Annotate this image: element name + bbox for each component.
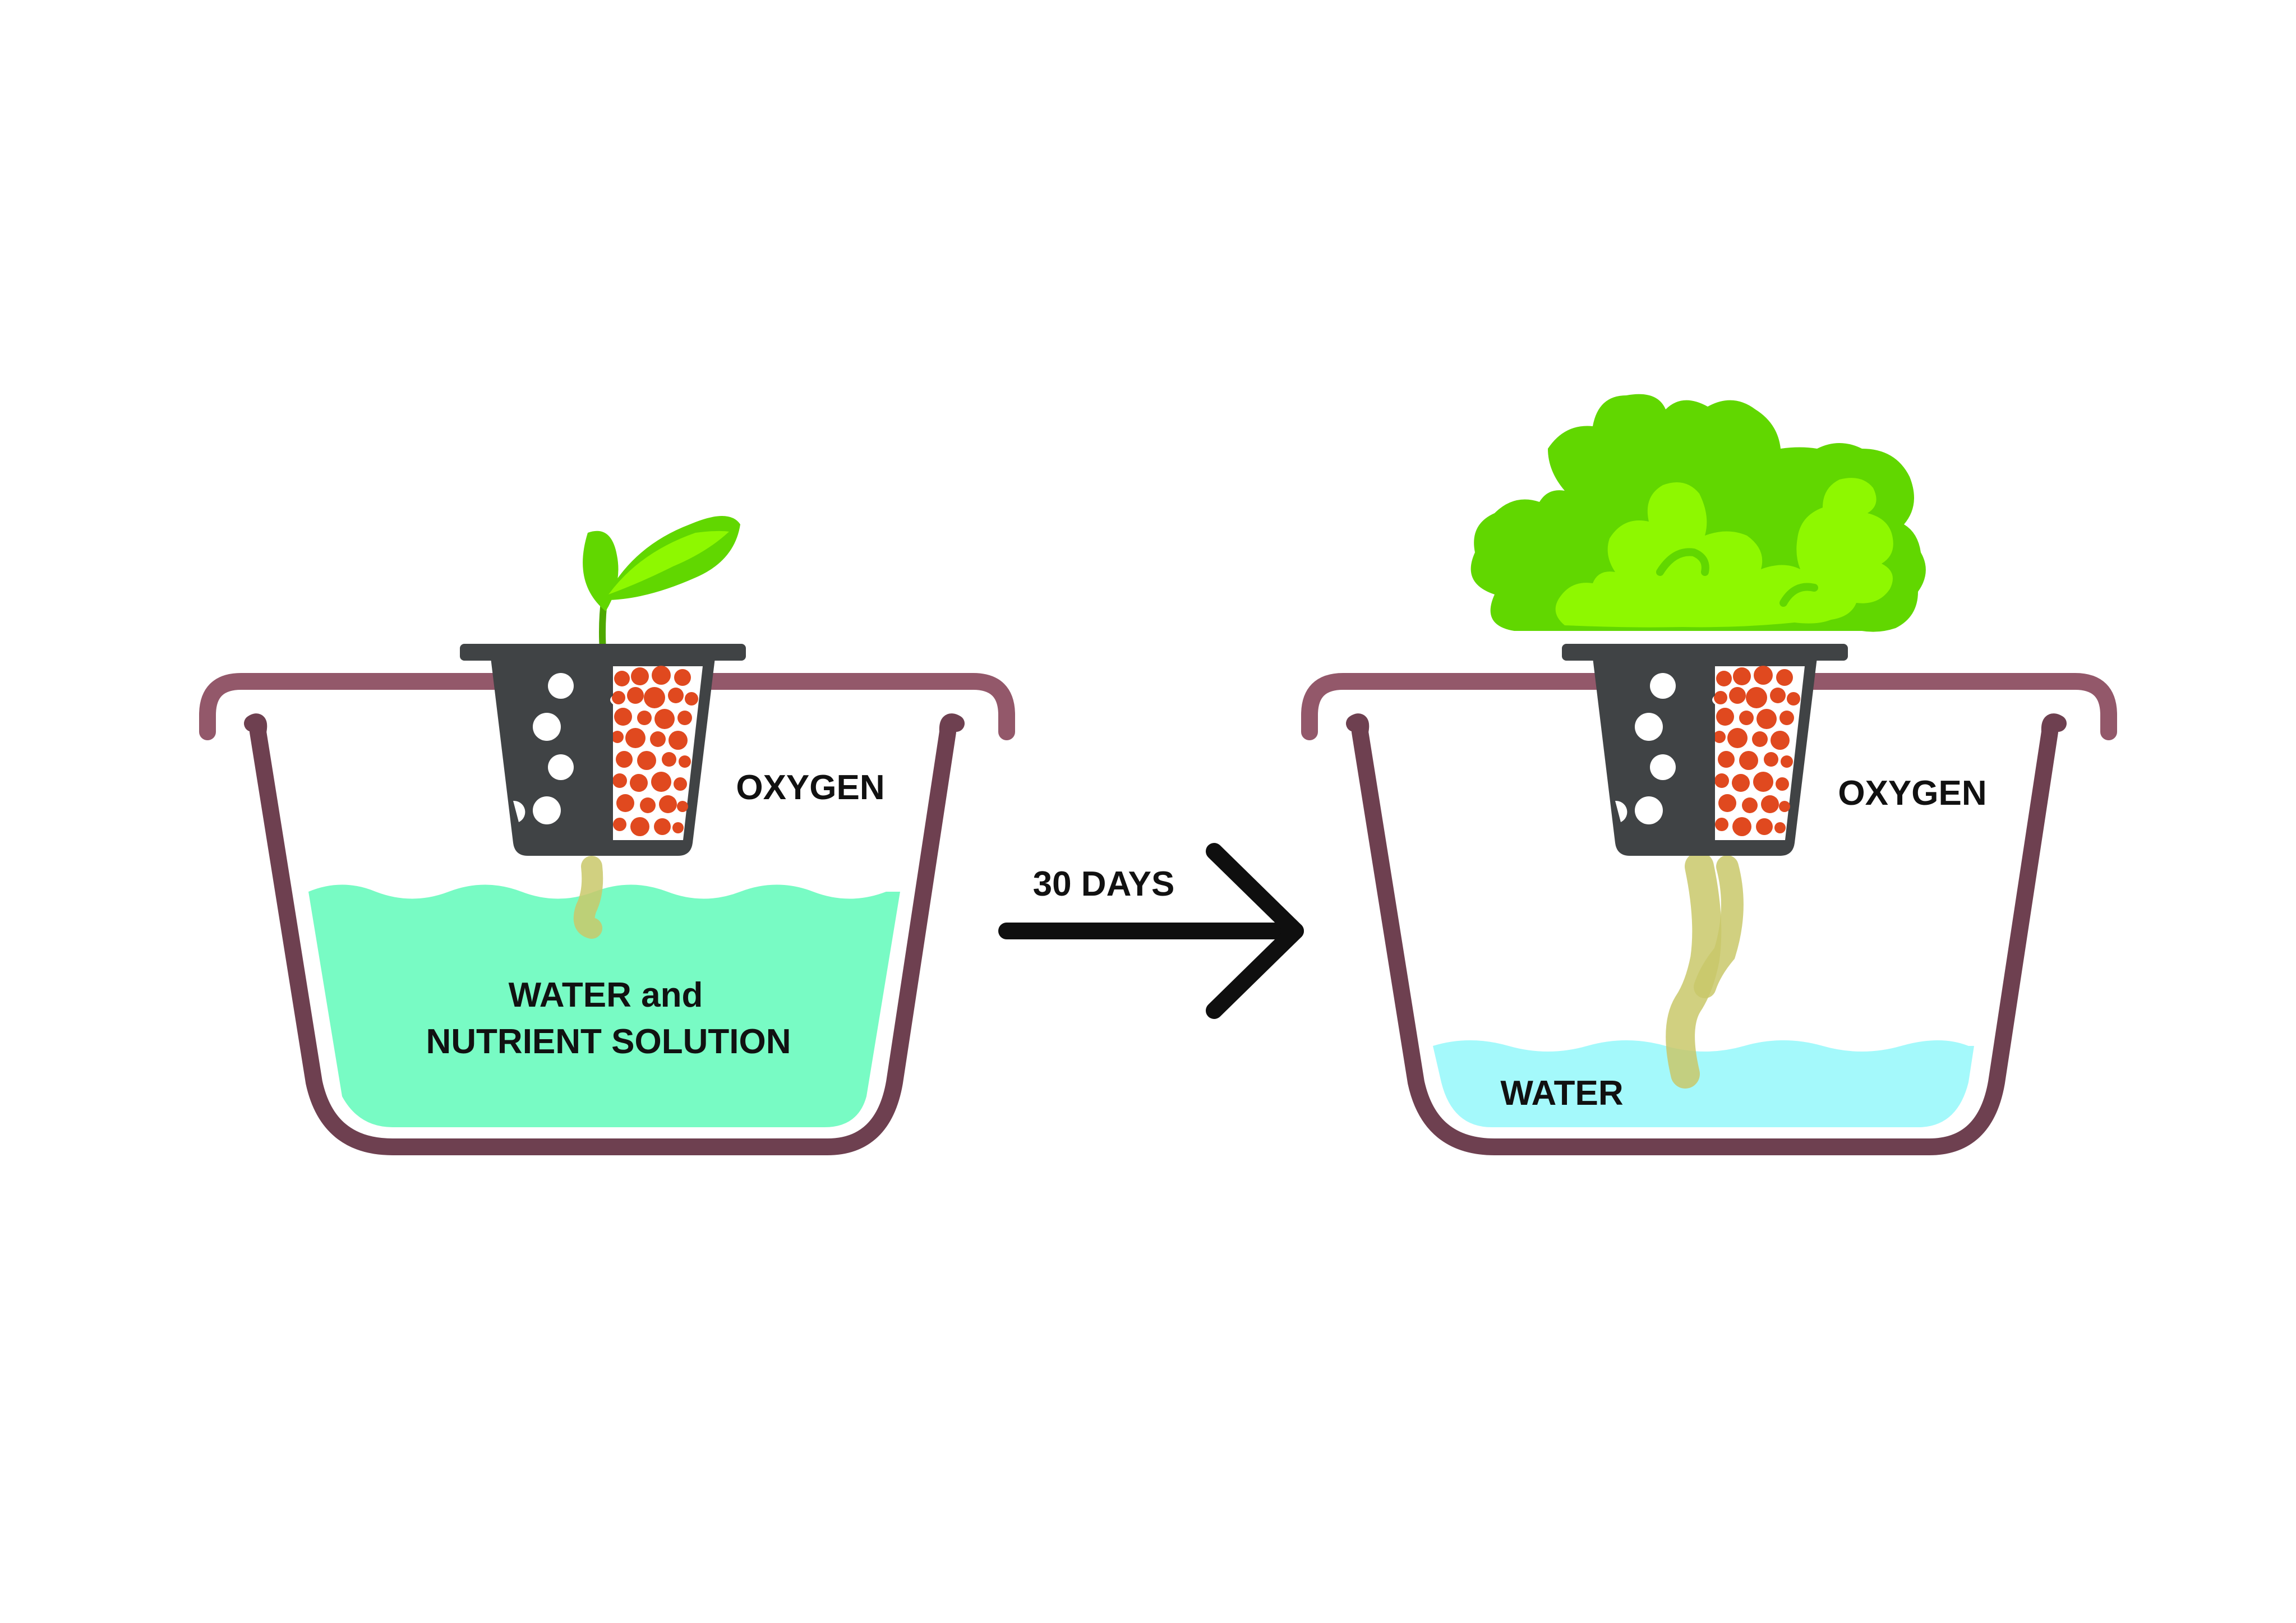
net-pot-icon: [1562, 644, 1848, 856]
container-body: [244, 713, 965, 1155]
left-solution-label-line1: WATER and: [509, 976, 703, 1015]
net-pot-icon: [460, 644, 746, 856]
container-body: [1346, 713, 2067, 1155]
lettuce-icon: [1470, 394, 1926, 632]
right-oxygen-label: OXYGEN: [1838, 774, 1986, 813]
seedling-icon: [583, 516, 740, 654]
nutrient-solution: [308, 884, 900, 1127]
water-fill: [1433, 1040, 1974, 1127]
arrow-caption: 30 DAYS: [1033, 865, 1175, 903]
left-hydroponic-setup: [199, 516, 1015, 1155]
right-water-label: WATER: [1500, 1074, 1623, 1113]
right-hydroponic-setup: [1301, 394, 2117, 1155]
right-arrow-icon: [998, 843, 1304, 1019]
seedling-root: [573, 856, 603, 939]
left-solution-label-line2: NUTRIENT SOLUTION: [426, 1022, 791, 1061]
left-oxygen-label: OXYGEN: [736, 768, 884, 807]
